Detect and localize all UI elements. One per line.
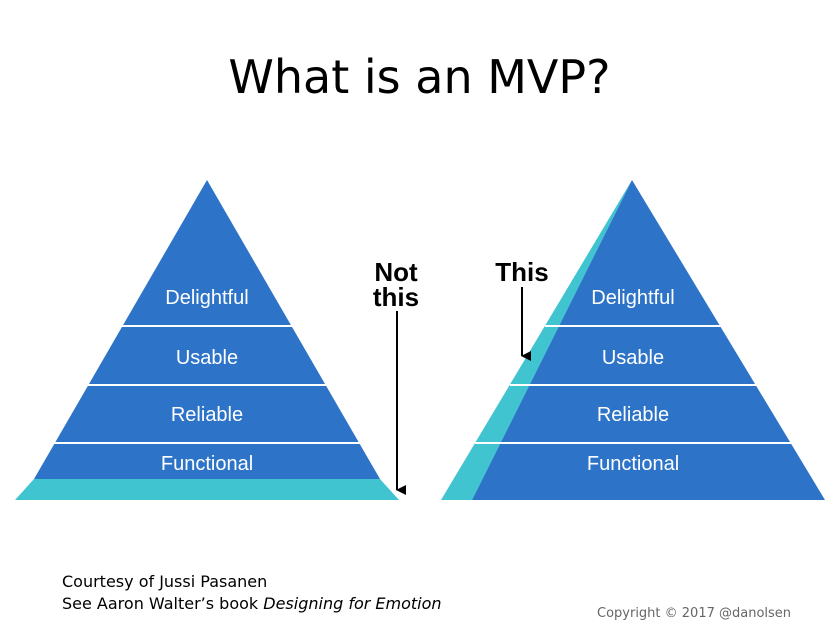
credit-book-prefix: See Aaron Walter’s book — [62, 594, 264, 613]
this-callout: This — [495, 257, 549, 361]
right-layer-label-usable: Usable — [602, 347, 664, 369]
left-pyramid-body — [34, 180, 380, 479]
credit-line-courtesy: Courtesy of Jussi Pasanen — [62, 572, 268, 591]
right-layer-label-functional: Functional — [587, 453, 679, 475]
credit-block: Courtesy of Jussi Pasanen See Aaron Walt… — [62, 571, 442, 615]
left-layer-label-reliable: Reliable — [171, 404, 243, 426]
right-pyramid-mvp-slice — [441, 180, 632, 500]
left-layer-label-functional: Functional — [161, 453, 253, 475]
copyright-notice: Copyright © 2017 @danolsen — [597, 606, 792, 621]
left-pyramid-base-layer — [15, 479, 399, 500]
not-this-callout: Not this — [373, 257, 419, 495]
left-layer-label-delightful: Delightful — [165, 287, 248, 309]
credit-line-book: See Aaron Walter’s book Designing for Em… — [62, 593, 442, 615]
right-pyramid: Delightful Usable Reliable Functional — [441, 180, 825, 500]
not-this-label-line1: Not — [374, 257, 418, 287]
right-layer-label-reliable: Reliable — [597, 404, 669, 426]
slide-title: What is an MVP? — [228, 50, 611, 104]
left-pyramid: Delightful Usable Reliable Functional — [15, 180, 399, 500]
credit-book-title: Designing for Emotion — [263, 594, 442, 613]
this-label: This — [495, 257, 548, 287]
left-layer-label-usable: Usable — [176, 347, 238, 369]
not-this-label-line2: this — [373, 282, 419, 312]
right-layer-label-delightful: Delightful — [591, 287, 674, 309]
right-pyramid-body — [472, 180, 825, 500]
